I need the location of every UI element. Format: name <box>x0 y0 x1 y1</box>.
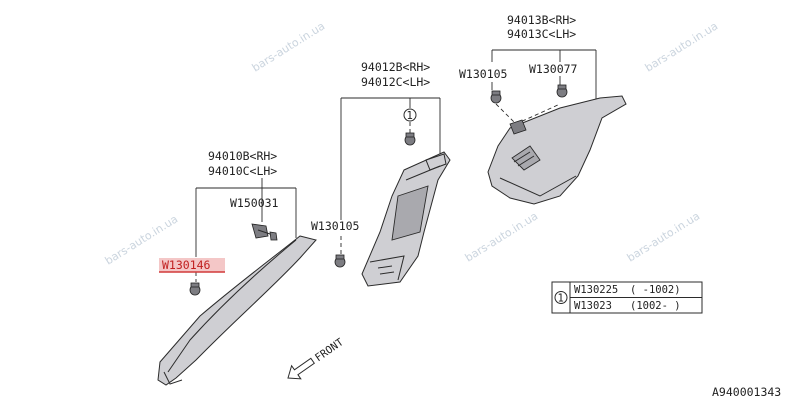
group-b-leaders <box>340 97 441 256</box>
front-direction-arrow: FRONT <box>287 336 346 380</box>
b-pillar-trim <box>361 151 451 287</box>
part-number-94010b[interactable]: 94010B<RH> <box>208 149 277 163</box>
a-pillar-trim <box>157 235 317 386</box>
part-number-94010c[interactable]: 94010C<LH> <box>208 164 277 178</box>
legend-row-code[interactable]: W130225 <box>574 284 618 296</box>
callout-w130105[interactable]: W130105 <box>311 219 359 233</box>
part-number-94013c[interactable]: 94013C<LH> <box>507 27 576 41</box>
watermark: bars-auto.in.ua <box>250 19 327 74</box>
clip-icon <box>490 90 502 104</box>
c-pillar-vent <box>511 145 541 171</box>
callout-highlight <box>159 258 225 272</box>
legend-table: 1 W130225 ( -1002) W13023 (1002- ) <box>551 281 703 314</box>
drawing-number: A940001343 <box>712 385 781 399</box>
watermark: bars-auto.in.ua <box>463 209 540 264</box>
callout-w130077[interactable]: W130077 <box>529 62 578 76</box>
group-c-labels: 94013B<RH> 94013C<LH> <box>507 13 576 41</box>
clip-icon <box>334 254 346 268</box>
reference-marker: 1 <box>403 108 417 122</box>
direction-label: FRONT <box>313 336 346 364</box>
group-c-leaders <box>491 49 597 125</box>
group-a-labels: 94010B<RH> 94010C<LH> <box>208 149 277 178</box>
legend-row-code[interactable]: W13023 <box>574 300 612 312</box>
clip-icon <box>556 84 568 98</box>
group-b-labels: 94012B<RH> 94012C<LH> <box>361 60 430 89</box>
watermark: bars-auto.in.ua <box>643 19 720 74</box>
callout-w130146-group[interactable]: W130146 <box>159 258 225 273</box>
legend-marker <box>554 291 568 304</box>
legend-row-range: ( -1002) <box>630 284 681 296</box>
legend-marker-label: 1 <box>558 293 564 305</box>
clip-icon <box>189 282 201 296</box>
clip-icon <box>251 223 278 241</box>
legend-row-range: (1002- ) <box>630 300 681 312</box>
clip-icon <box>404 132 416 146</box>
callout-w150031[interactable]: W150031 <box>230 196 279 210</box>
callout-w130105-top[interactable]: W130105 <box>459 67 507 81</box>
arrow-icon <box>287 357 315 380</box>
part-number-94012c[interactable]: 94012C<LH> <box>361 75 430 89</box>
c-pillar-trim <box>487 95 627 205</box>
watermark: bars-auto.in.ua <box>625 209 702 264</box>
group-a-leaders <box>195 178 297 282</box>
callout-w130146[interactable]: W130146 <box>162 258 211 272</box>
reference-marker-label: 1 <box>407 110 413 122</box>
part-number-94012b[interactable]: 94012B<RH> <box>361 60 430 74</box>
part-number-94013b[interactable]: 94013B<RH> <box>507 13 576 27</box>
